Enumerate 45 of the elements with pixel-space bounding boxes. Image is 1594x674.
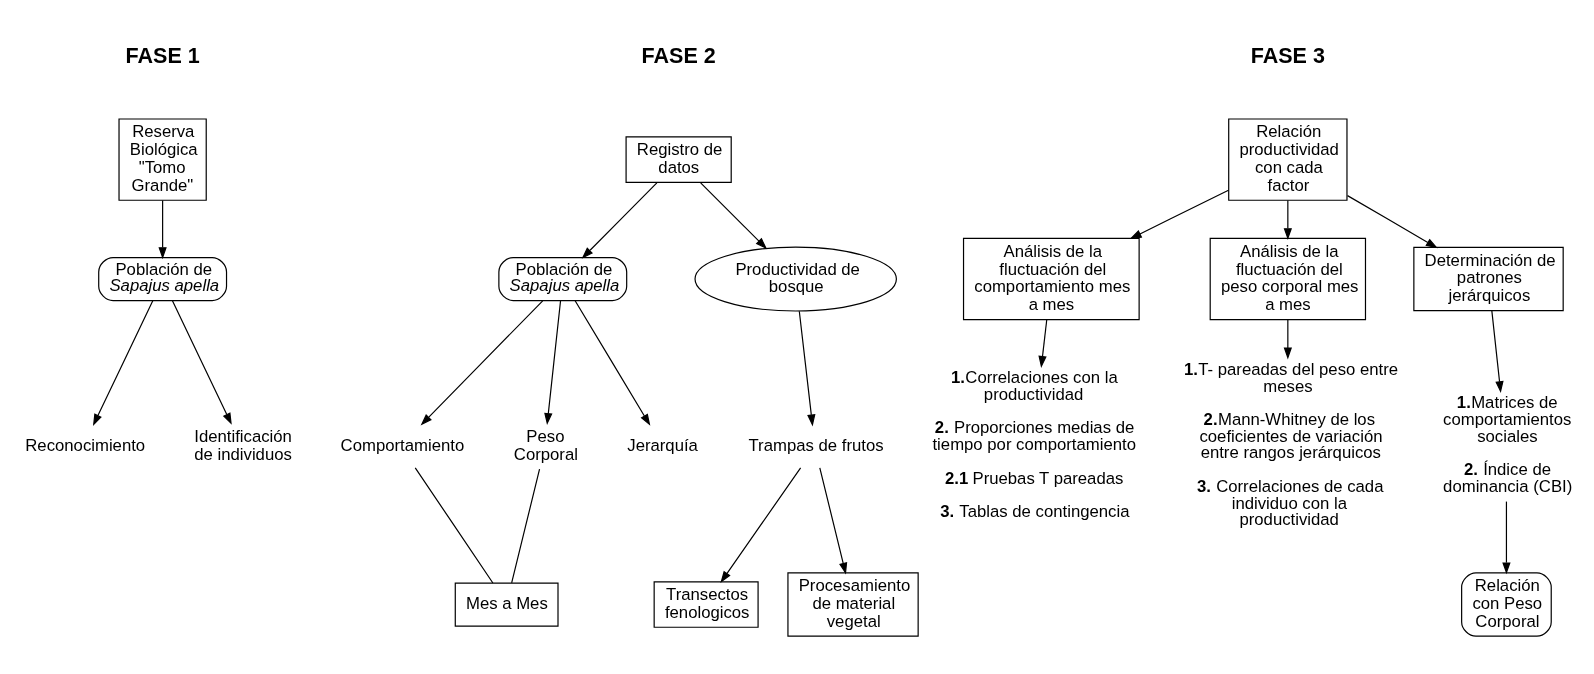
label: FASE 1 [125, 44, 200, 69]
node-box: Procesamiento de material vegetal [786, 572, 919, 637]
label: FASE 3 [1250, 44, 1325, 69]
node-box: Registro de datos [625, 136, 732, 183]
arrow [1490, 310, 1504, 394]
node-ellipse: Productividad de bosque [693, 246, 897, 312]
arrow [1283, 199, 1292, 241]
arrow [699, 182, 767, 250]
arrow [1501, 501, 1511, 575]
node-box: Reserva Biológica "Tomo Grande" [117, 118, 207, 201]
node-box: Determinación de patrones jerárquicos [1412, 246, 1564, 312]
node-text: 1.Matrices de comportamientos sociales 2. Índice de dominancia (CBI) [1442, 393, 1572, 496]
node-text: Identificación de individuos [193, 426, 292, 464]
arrow [157, 199, 167, 260]
arrow [171, 300, 232, 425]
arrow [1037, 319, 1047, 368]
arrow [1283, 319, 1292, 360]
connector [414, 467, 493, 584]
node-box: Mes a Mes [454, 582, 559, 627]
arrow [543, 300, 561, 426]
node-text: Reconocimiento [24, 435, 145, 455]
connector [510, 468, 540, 584]
node-box: Análisis de la fluctuación del comportamiento mes a mes [962, 237, 1140, 321]
node-box: Análisis de la fluctuación del peso corporal mes a mes [1209, 237, 1366, 321]
node-text: Comportamiento [340, 435, 464, 455]
node-box: Transectos fenologicos [653, 581, 759, 628]
arrow [798, 310, 815, 427]
node-text: Peso Corporal [513, 426, 578, 464]
node-text: 1.T- pareadas del peso entre meses 2.Mann-Whitney de los coeficientes de variación entre rangos jerárquicos 3. Correlaciones de cada individuo con la productividad [1183, 359, 1398, 530]
arrow [1346, 195, 1438, 249]
arrow [1129, 189, 1229, 240]
node-text: Trampas de frutos [748, 435, 884, 455]
arrow [719, 467, 801, 583]
arrow [420, 300, 543, 426]
node-box: Población de Sapajus apella [97, 256, 227, 302]
node-text: Jerarquía [626, 435, 698, 455]
arrow [92, 300, 153, 426]
arrow [574, 300, 650, 426]
node-box: Población de Sapajus apella [497, 256, 627, 302]
arrow [818, 467, 847, 575]
label: FASE 2 [641, 44, 716, 69]
node-text: 1.Correlaciones con la productividad 2. Proporciones medias de tiempo por comportamiento 2.1 Pruebas T pareadas 3. Tablas de contingencia [931, 368, 1136, 522]
node-box: Relación con Peso Corporal [1460, 572, 1552, 637]
arrow [581, 182, 657, 259]
node-box: Relación productividad con cada factor [1227, 118, 1348, 201]
